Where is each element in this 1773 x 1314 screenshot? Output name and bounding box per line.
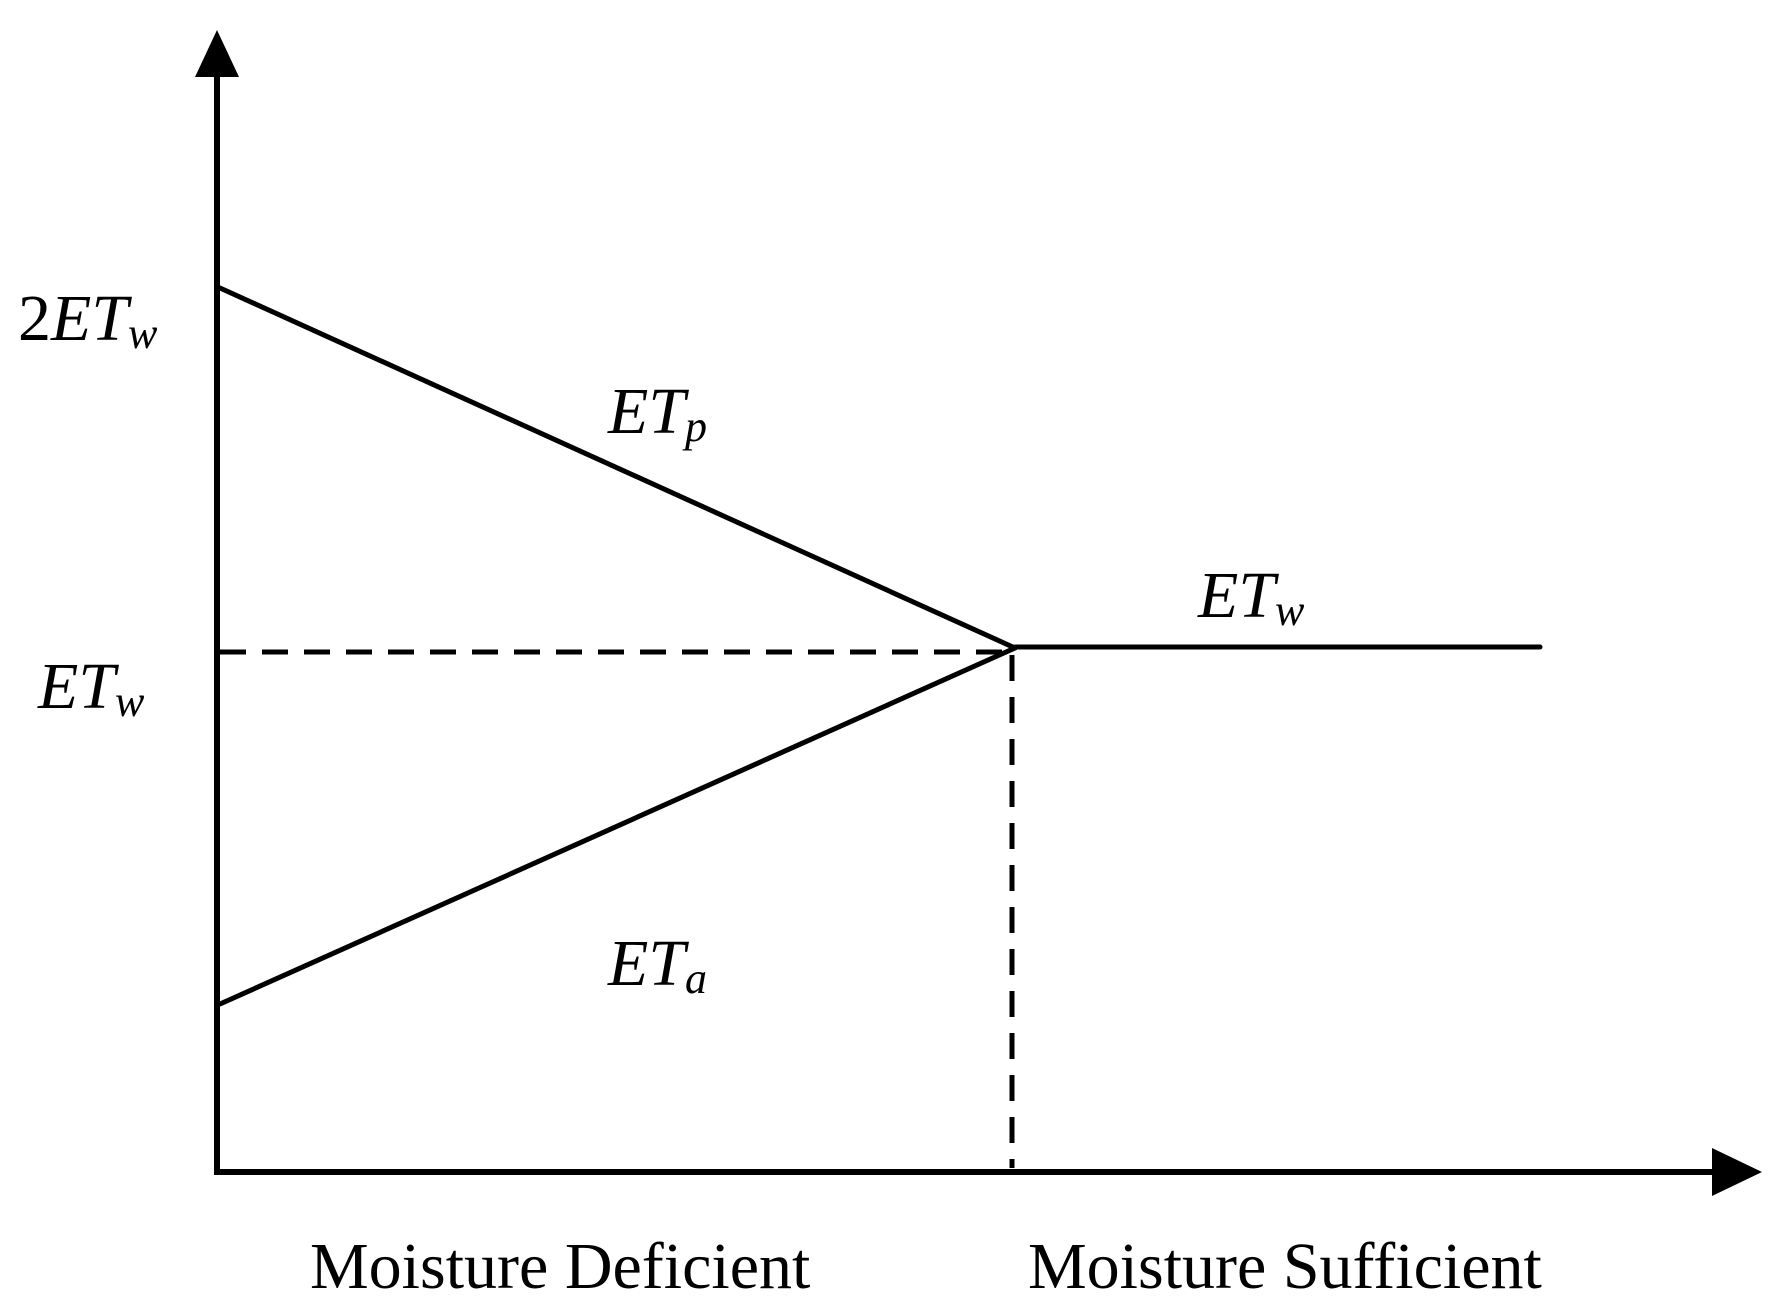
eta-line (217, 645, 1018, 1007)
y-label-etw: ETw (37, 650, 145, 726)
etp-label: ETp (607, 375, 707, 451)
etp-line (217, 285, 1018, 651)
eta-label: ETa (607, 927, 707, 1003)
moisture-sufficient-label: Moisture Sufficient (1028, 1230, 1542, 1303)
etw-curve-label: ETw (1197, 559, 1305, 635)
y-label-2etw: 2ETw (18, 282, 158, 358)
y-axis-arrowhead (195, 30, 239, 77)
x-axis-arrowhead (1712, 1148, 1762, 1196)
moisture-deficient-label: Moisture Deficient (310, 1230, 810, 1303)
